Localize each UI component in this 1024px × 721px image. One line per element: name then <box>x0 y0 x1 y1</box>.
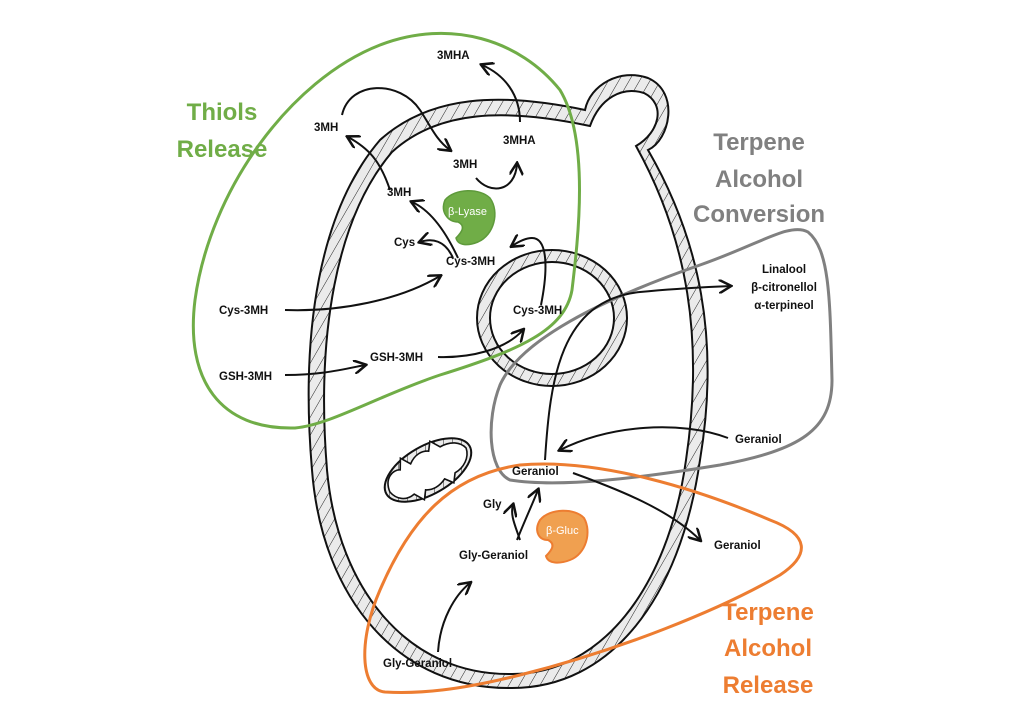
arrow-3mha-export <box>482 65 521 123</box>
yeast-cell-wall <box>307 74 709 690</box>
beta-lyase-label: β-Lyase <box>448 206 487 218</box>
conversion-title-line3: Conversion <box>693 201 825 228</box>
arrow-3mh-export <box>348 137 391 191</box>
label-3mha-inside: 3MHA <box>503 135 536 147</box>
terpene-arrows <box>437 286 730 653</box>
beta-lyase-enzyme <box>442 190 496 246</box>
arrow-vacuole-export <box>512 238 547 306</box>
arrow-gsh3mh-vacuole <box>437 330 523 359</box>
mitochondrion <box>383 437 473 503</box>
thiols-title-line1: Thiols <box>187 99 258 126</box>
release-title-line1: Terpene <box>722 599 814 626</box>
label-geraniol-outside-right: Geraniol <box>735 434 782 446</box>
label-linalool: Linalool <box>762 264 806 276</box>
arrow-geraniol-release <box>516 490 538 541</box>
label-cys3mh-outside: Cys-3MH <box>219 305 268 317</box>
label-3mh-inner: 3MH <box>387 187 411 199</box>
release-title-line3: Release <box>723 672 814 699</box>
release-title-line2: Alcohol <box>724 635 812 662</box>
label-gly: Gly <box>483 499 502 511</box>
thiol-arrows <box>284 65 547 376</box>
thiols-title-line2: Release <box>177 136 268 163</box>
terpene-conversion-region <box>489 228 834 485</box>
beta-gluc-enzyme <box>536 509 589 564</box>
arrow-3mh-acetylation <box>475 164 517 190</box>
arrow-geraniol-export <box>572 472 700 540</box>
conversion-title-line2: Alcohol <box>715 166 803 193</box>
conversion-title-line1: Terpene <box>713 129 805 156</box>
arrow-3mh-reentry <box>341 87 450 150</box>
terpene-release-region <box>363 462 803 694</box>
label-citronellol: β-citronellol <box>751 282 817 294</box>
arrow-geraniol-import <box>560 426 729 450</box>
label-3mha-outside: 3MHA <box>437 50 470 62</box>
thiols-release-region <box>191 31 581 430</box>
label-3mh-outside: 3MH <box>314 122 338 134</box>
label-gsh3mh-outside: GSH-3MH <box>219 371 272 383</box>
arrow-geraniol-conversion <box>544 286 730 461</box>
label-3mh-reentered: 3MH <box>453 159 477 171</box>
arrow-cys-release <box>420 240 454 259</box>
label-gsh3mh-inside: GSH-3MH <box>370 352 423 364</box>
label-geraniol-exported: Geraniol <box>714 540 761 552</box>
label-gly-geraniol-outside: Gly-Geraniol <box>383 658 452 670</box>
label-terpineol: α-terpineol <box>754 300 813 312</box>
arrow-gsh3mh-import <box>284 365 365 376</box>
label-cys3mh-vacuole: Cys-3MH <box>513 305 562 317</box>
arrow-gly-geraniol-import <box>437 583 470 653</box>
label-cys3mh-cytosol: Cys-3MH <box>446 256 495 268</box>
arrow-3mh-release <box>412 202 459 259</box>
label-geraniol-center: Geraniol <box>512 466 559 478</box>
beta-gluc-label: β-Gluc <box>546 525 579 537</box>
label-gly-geraniol-inside: Gly-Geraniol <box>459 550 528 562</box>
vacuole <box>476 249 628 387</box>
label-cys: Cys <box>394 237 415 249</box>
arrow-cys3mh-import <box>284 276 440 312</box>
